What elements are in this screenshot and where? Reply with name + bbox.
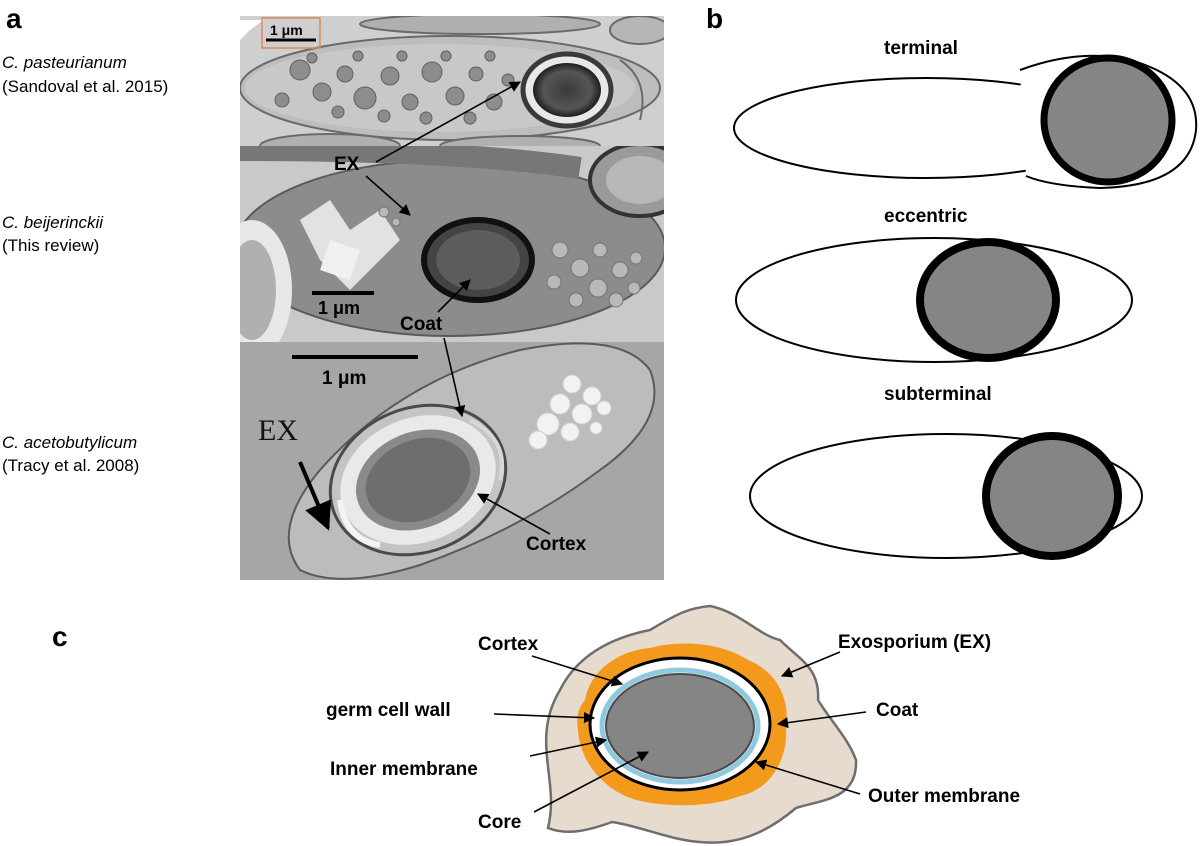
panel-letter-b: b (706, 3, 723, 34)
arrow-struct-germ-cell-wall (493, 712, 596, 724)
species-source: (This review) (2, 236, 99, 255)
arrow-ex-mid (365, 175, 411, 216)
label-cortex: Cortex (526, 534, 587, 555)
label-ex: EX (334, 154, 360, 175)
species-name: C. pasteurianum (2, 53, 127, 72)
label-struct-exosporium: Exosporium (EX) (838, 632, 991, 653)
spore-subterminal (982, 432, 1122, 560)
arrow-struct-core (533, 751, 649, 813)
micrograph-beijerinckii (240, 146, 664, 342)
arrow-ex-top (375, 81, 521, 163)
species-name: C. beijerinckii (2, 213, 104, 232)
species-source: (Sandoval et al. 2015) (2, 77, 168, 96)
label-ex-serif: EX (258, 414, 298, 447)
label-coat: Coat (400, 314, 443, 335)
arrow-coat-mid (437, 279, 471, 313)
cell-terminal (733, 54, 1198, 190)
scale-label-top: 1 μm (270, 22, 303, 38)
micrograph-pasteurianum (240, 16, 664, 146)
arrow-struct-inner-membrane (529, 736, 608, 757)
arrow-cortex (477, 493, 551, 535)
panel-letter-a: a (6, 3, 22, 34)
species-label-pasteurianum: C. pasteurianum (Sandoval et al. 2015) (2, 53, 168, 96)
label-terminal: terminal (884, 38, 958, 59)
label-struct-inner-membrane: Inner membrane (330, 759, 478, 780)
spore-terminal (1040, 54, 1176, 186)
label-struct-core: Core (478, 812, 521, 833)
label-struct-outer-membrane: Outer membrane (868, 786, 1020, 807)
arrow-coat-bottom (443, 337, 466, 418)
species-name: C. acetobutylicum (2, 433, 137, 452)
arrow-struct-cortex (531, 655, 624, 687)
micrograph-acetobutylicum (240, 342, 664, 580)
scale-label-mid: 1 μm (318, 298, 360, 318)
label-struct-coat: Coat (876, 700, 919, 721)
arrow-struct-exosporium (780, 651, 841, 678)
label-subterminal: subterminal (884, 384, 992, 405)
label-struct-cortex: Cortex (478, 634, 539, 655)
species-label-acetobutylicum: C. acetobutylicum (Tracy et al. 2008) (2, 433, 139, 475)
scale-label-bottom: 1 μm (322, 368, 366, 389)
spore-eccentric (916, 238, 1060, 362)
cell-subterminal (749, 432, 1143, 560)
spore-structure-diagram (544, 604, 858, 844)
label-struct-germ-cell-wall: germ cell wall (326, 700, 451, 721)
arrow-ex-bottom (298, 461, 332, 531)
arrow-struct-coat (776, 711, 867, 729)
scale-box-top (261, 17, 321, 49)
panel-letter-c: c (52, 621, 68, 652)
species-source: (Tracy et al. 2008) (2, 456, 139, 475)
species-label-beijerinckii: C. beijerinckii (This review) (2, 213, 104, 255)
arrow-struct-outer-membrane (754, 759, 861, 795)
cell-eccentric (735, 237, 1133, 363)
label-eccentric: eccentric (884, 206, 968, 227)
inner-membrane-layer (599, 667, 761, 785)
